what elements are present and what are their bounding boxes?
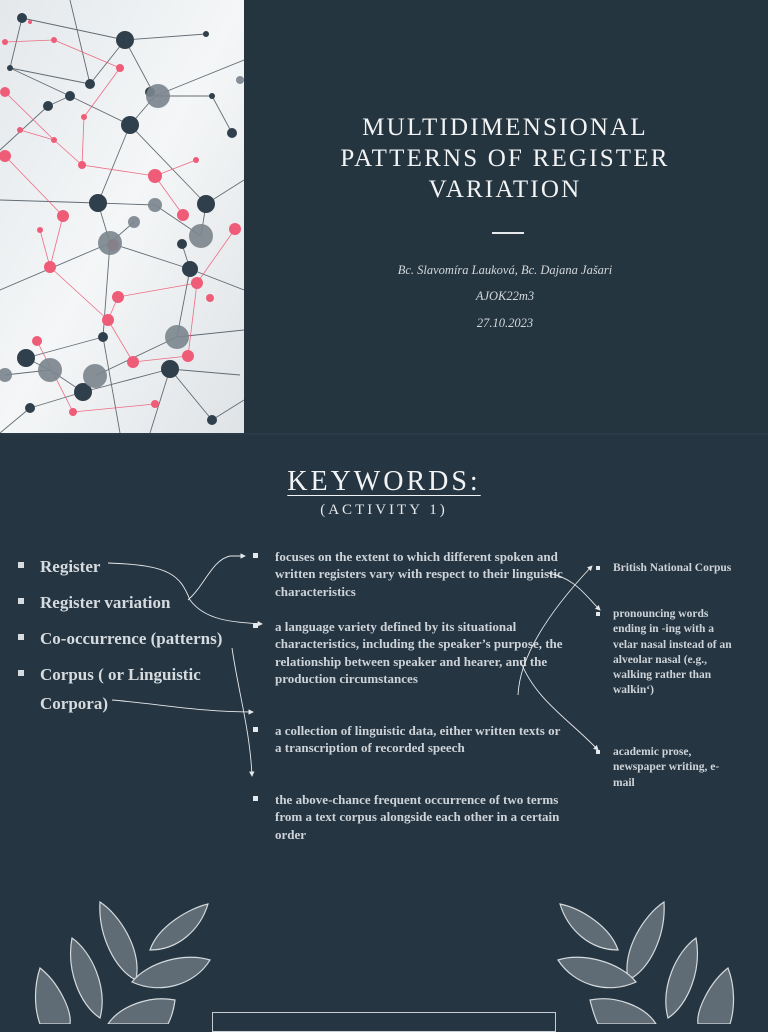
keywords-subtitle: (ACTIVITY 1): [320, 502, 448, 518]
example-item: British National Corpus: [596, 561, 733, 576]
leaf: [665, 936, 698, 1019]
course-code: AJOK22m3: [475, 289, 535, 303]
term-register: Register: [18, 552, 258, 581]
term-corpus: Corpus ( or Linguistic Corpora): [18, 660, 258, 718]
date: 27.10.2023: [476, 316, 534, 330]
leaf: [589, 998, 657, 1024]
example-item: pronouncing words ending in -ing with a …: [596, 607, 733, 699]
term-co-occurrence: Co-occurrence (patterns): [18, 624, 258, 653]
leaf: [70, 936, 103, 1019]
leaf: [99, 900, 138, 981]
definition-item: focuses on the extent to which different…: [253, 548, 565, 600]
authors: Bc. Slavomíra Lauková, Bc. Dajana Jašari: [397, 263, 613, 277]
terms-list: Register Register variation Co-occurrenc…: [18, 552, 258, 725]
leaf: [107, 998, 176, 1024]
bottom-frame: [212, 1012, 556, 1032]
definition-item: a collection of linguistic data, either …: [253, 722, 565, 757]
presentation-title: Multidimensional Patterns of Register Va…: [340, 114, 670, 203]
leaf: [131, 956, 211, 989]
leaf: [34, 967, 71, 1024]
definition-item: a language variety defined by its situat…: [253, 618, 565, 687]
leaf: [697, 967, 735, 1024]
leaf: [149, 903, 209, 951]
term-register-variation: Register variation: [18, 588, 258, 617]
leaf: [559, 903, 619, 951]
example-item: academic prose, newspaper writing, e-mai…: [596, 745, 733, 791]
leaf: [557, 956, 637, 989]
laurel-decoration: [34, 900, 735, 1024]
title-divider: [492, 232, 524, 234]
keywords-title: KEYWORDS:: [287, 466, 481, 497]
slide-divider: [0, 433, 768, 435]
title-slide: Multidimensional Patterns of Register Va…: [0, 0, 768, 433]
leaf: [626, 900, 665, 981]
network-graph-image: [0, 0, 244, 433]
definition-item: the above-chance frequent occurrence of …: [253, 791, 565, 843]
